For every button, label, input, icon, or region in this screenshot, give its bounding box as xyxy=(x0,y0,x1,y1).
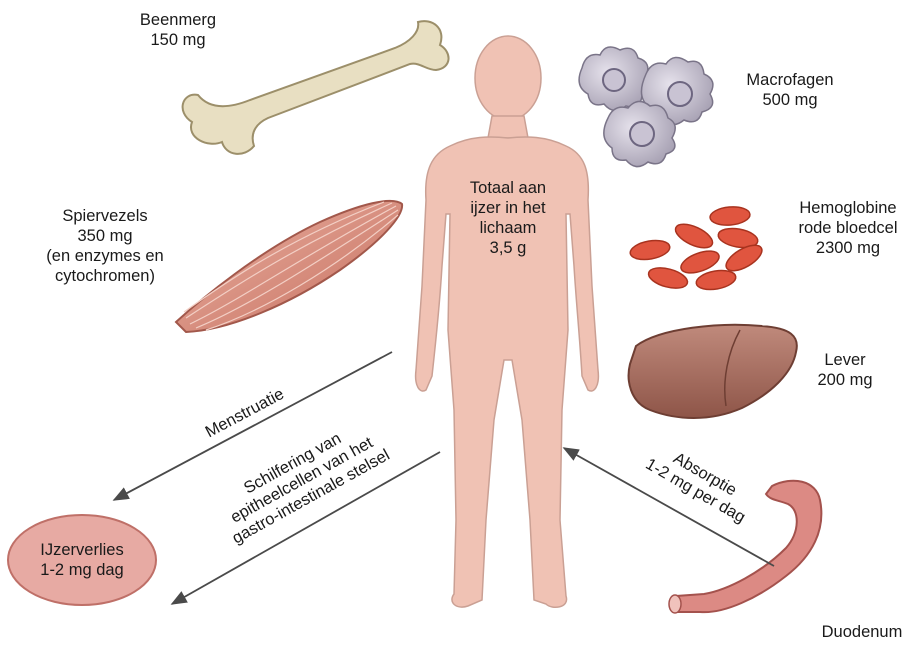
bone-marrow-name: Beenmerg xyxy=(118,10,238,30)
hemoglobin-line: 2300 mg xyxy=(786,238,910,258)
liver-amount: 200 mg xyxy=(800,370,890,390)
red-blood-cells-illustration xyxy=(629,205,766,292)
body-total-line: lichaam xyxy=(418,218,598,238)
macrophages-label: Macrofagen 500 mg xyxy=(730,70,850,110)
duodenum-label: Duodenum xyxy=(812,622,912,642)
muscle-illustration xyxy=(176,201,402,332)
body-total-label: Totaal aan ijzer in het lichaam 3,5 g xyxy=(418,178,598,258)
body-total-line: 3,5 g xyxy=(418,238,598,258)
bone-marrow-label: Beenmerg 150 mg xyxy=(118,10,238,50)
body-total-line: ijzer in het xyxy=(418,198,598,218)
iron-loss-line: 1-2 mg dag xyxy=(22,560,142,580)
iron-loss-label: IJzerverlies 1-2 mg dag xyxy=(22,540,142,580)
muscle-line: Spiervezels xyxy=(30,206,180,226)
muscle-line: (en enzymes en xyxy=(30,246,180,266)
liver-illustration xyxy=(629,325,797,418)
human-body-figure xyxy=(416,36,599,607)
hemoglobin-line: Hemoglobine xyxy=(786,198,910,218)
body-total-line: Totaal aan xyxy=(418,178,598,198)
bone-marrow-amount: 150 mg xyxy=(118,30,238,50)
muscle-line: 350 mg xyxy=(30,226,180,246)
hemoglobin-line: rode bloedcel xyxy=(786,218,910,238)
liver-name: Lever xyxy=(800,350,890,370)
liver-label: Lever 200 mg xyxy=(800,350,890,390)
hemoglobin-label: Hemoglobine rode bloedcel 2300 mg xyxy=(786,198,910,258)
muscle-line: cytochromen) xyxy=(30,266,180,286)
macrophages-illustration xyxy=(579,47,713,167)
iron-loss-line: IJzerverlies xyxy=(22,540,142,560)
macrophages-name: Macrofagen xyxy=(730,70,850,90)
muscle-label: Spiervezels 350 mg (en enzymes en cytoch… xyxy=(30,206,180,286)
duodenum-name: Duodenum xyxy=(812,622,912,642)
macrophages-amount: 500 mg xyxy=(730,90,850,110)
